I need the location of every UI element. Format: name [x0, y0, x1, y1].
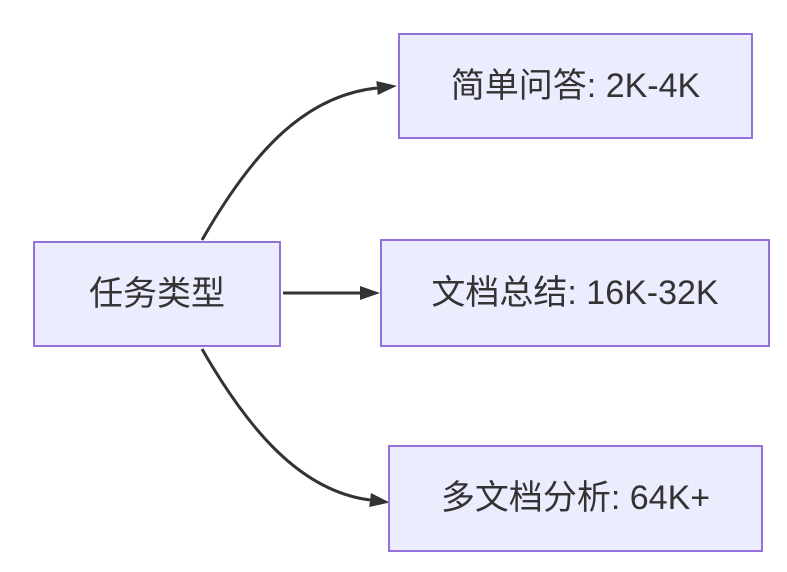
- edge-root-to-branch-2: [200, 348, 390, 507]
- node-simple-qa: 简单问答: 2K-4K: [398, 33, 753, 139]
- node-task-type: 任务类型: [33, 241, 281, 347]
- edge-root-to-branch-0: [200, 81, 397, 241]
- node-label: 文档总结: 16K-32K: [431, 273, 719, 312]
- node-doc-summary: 文档总结: 16K-32K: [380, 239, 770, 347]
- node-label: 简单问答: 2K-4K: [450, 66, 701, 105]
- node-multi-doc-analysis: 多文档分析: 64K+: [388, 445, 763, 552]
- node-label: 多文档分析: 64K+: [440, 479, 711, 518]
- node-label: 任务类型: [89, 274, 225, 313]
